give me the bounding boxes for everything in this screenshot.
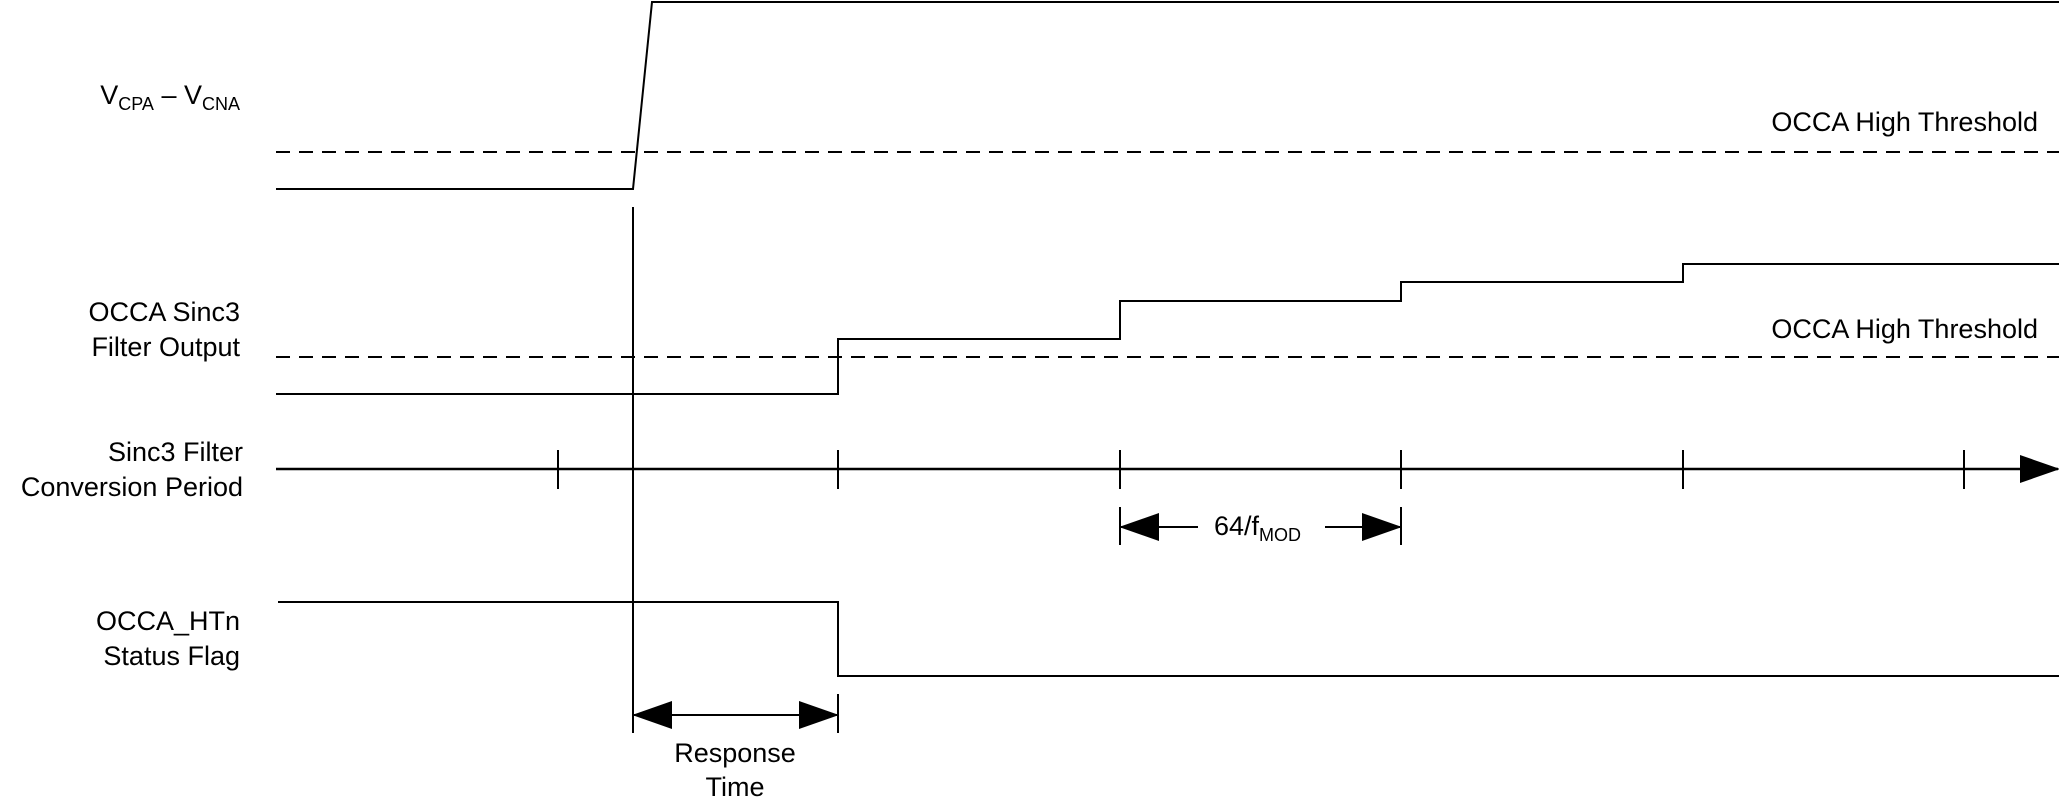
top-threshold-label: OCCA High Threshold (1771, 107, 2038, 137)
vdiff-label: VCPA – VCNA (100, 80, 240, 114)
conversion-period-label-line2: Conversion Period (21, 472, 243, 502)
sinc-output-label-line1: OCCA Sinc3 (88, 297, 240, 327)
sinc-output-waveform (276, 263, 2059, 395)
conversion-period-label-line1: Sinc3 Filter (108, 437, 243, 467)
sinc-output-label-line2: Filter Output (91, 332, 240, 362)
status-flag-label-line1: OCCA_HTn (96, 606, 240, 636)
vdiff-waveform (276, 1, 2059, 190)
response-time-label-line1: Response (674, 738, 796, 768)
conversion-ticks (557, 450, 1965, 489)
middle-threshold-label: OCCA High Threshold (1771, 314, 2038, 344)
status-flag-waveform (278, 601, 2059, 677)
status-flag-label-line2: Status Flag (103, 641, 240, 671)
response-time-label-line2: Time (706, 772, 765, 800)
period-label: 64/fMOD (1214, 511, 1301, 545)
